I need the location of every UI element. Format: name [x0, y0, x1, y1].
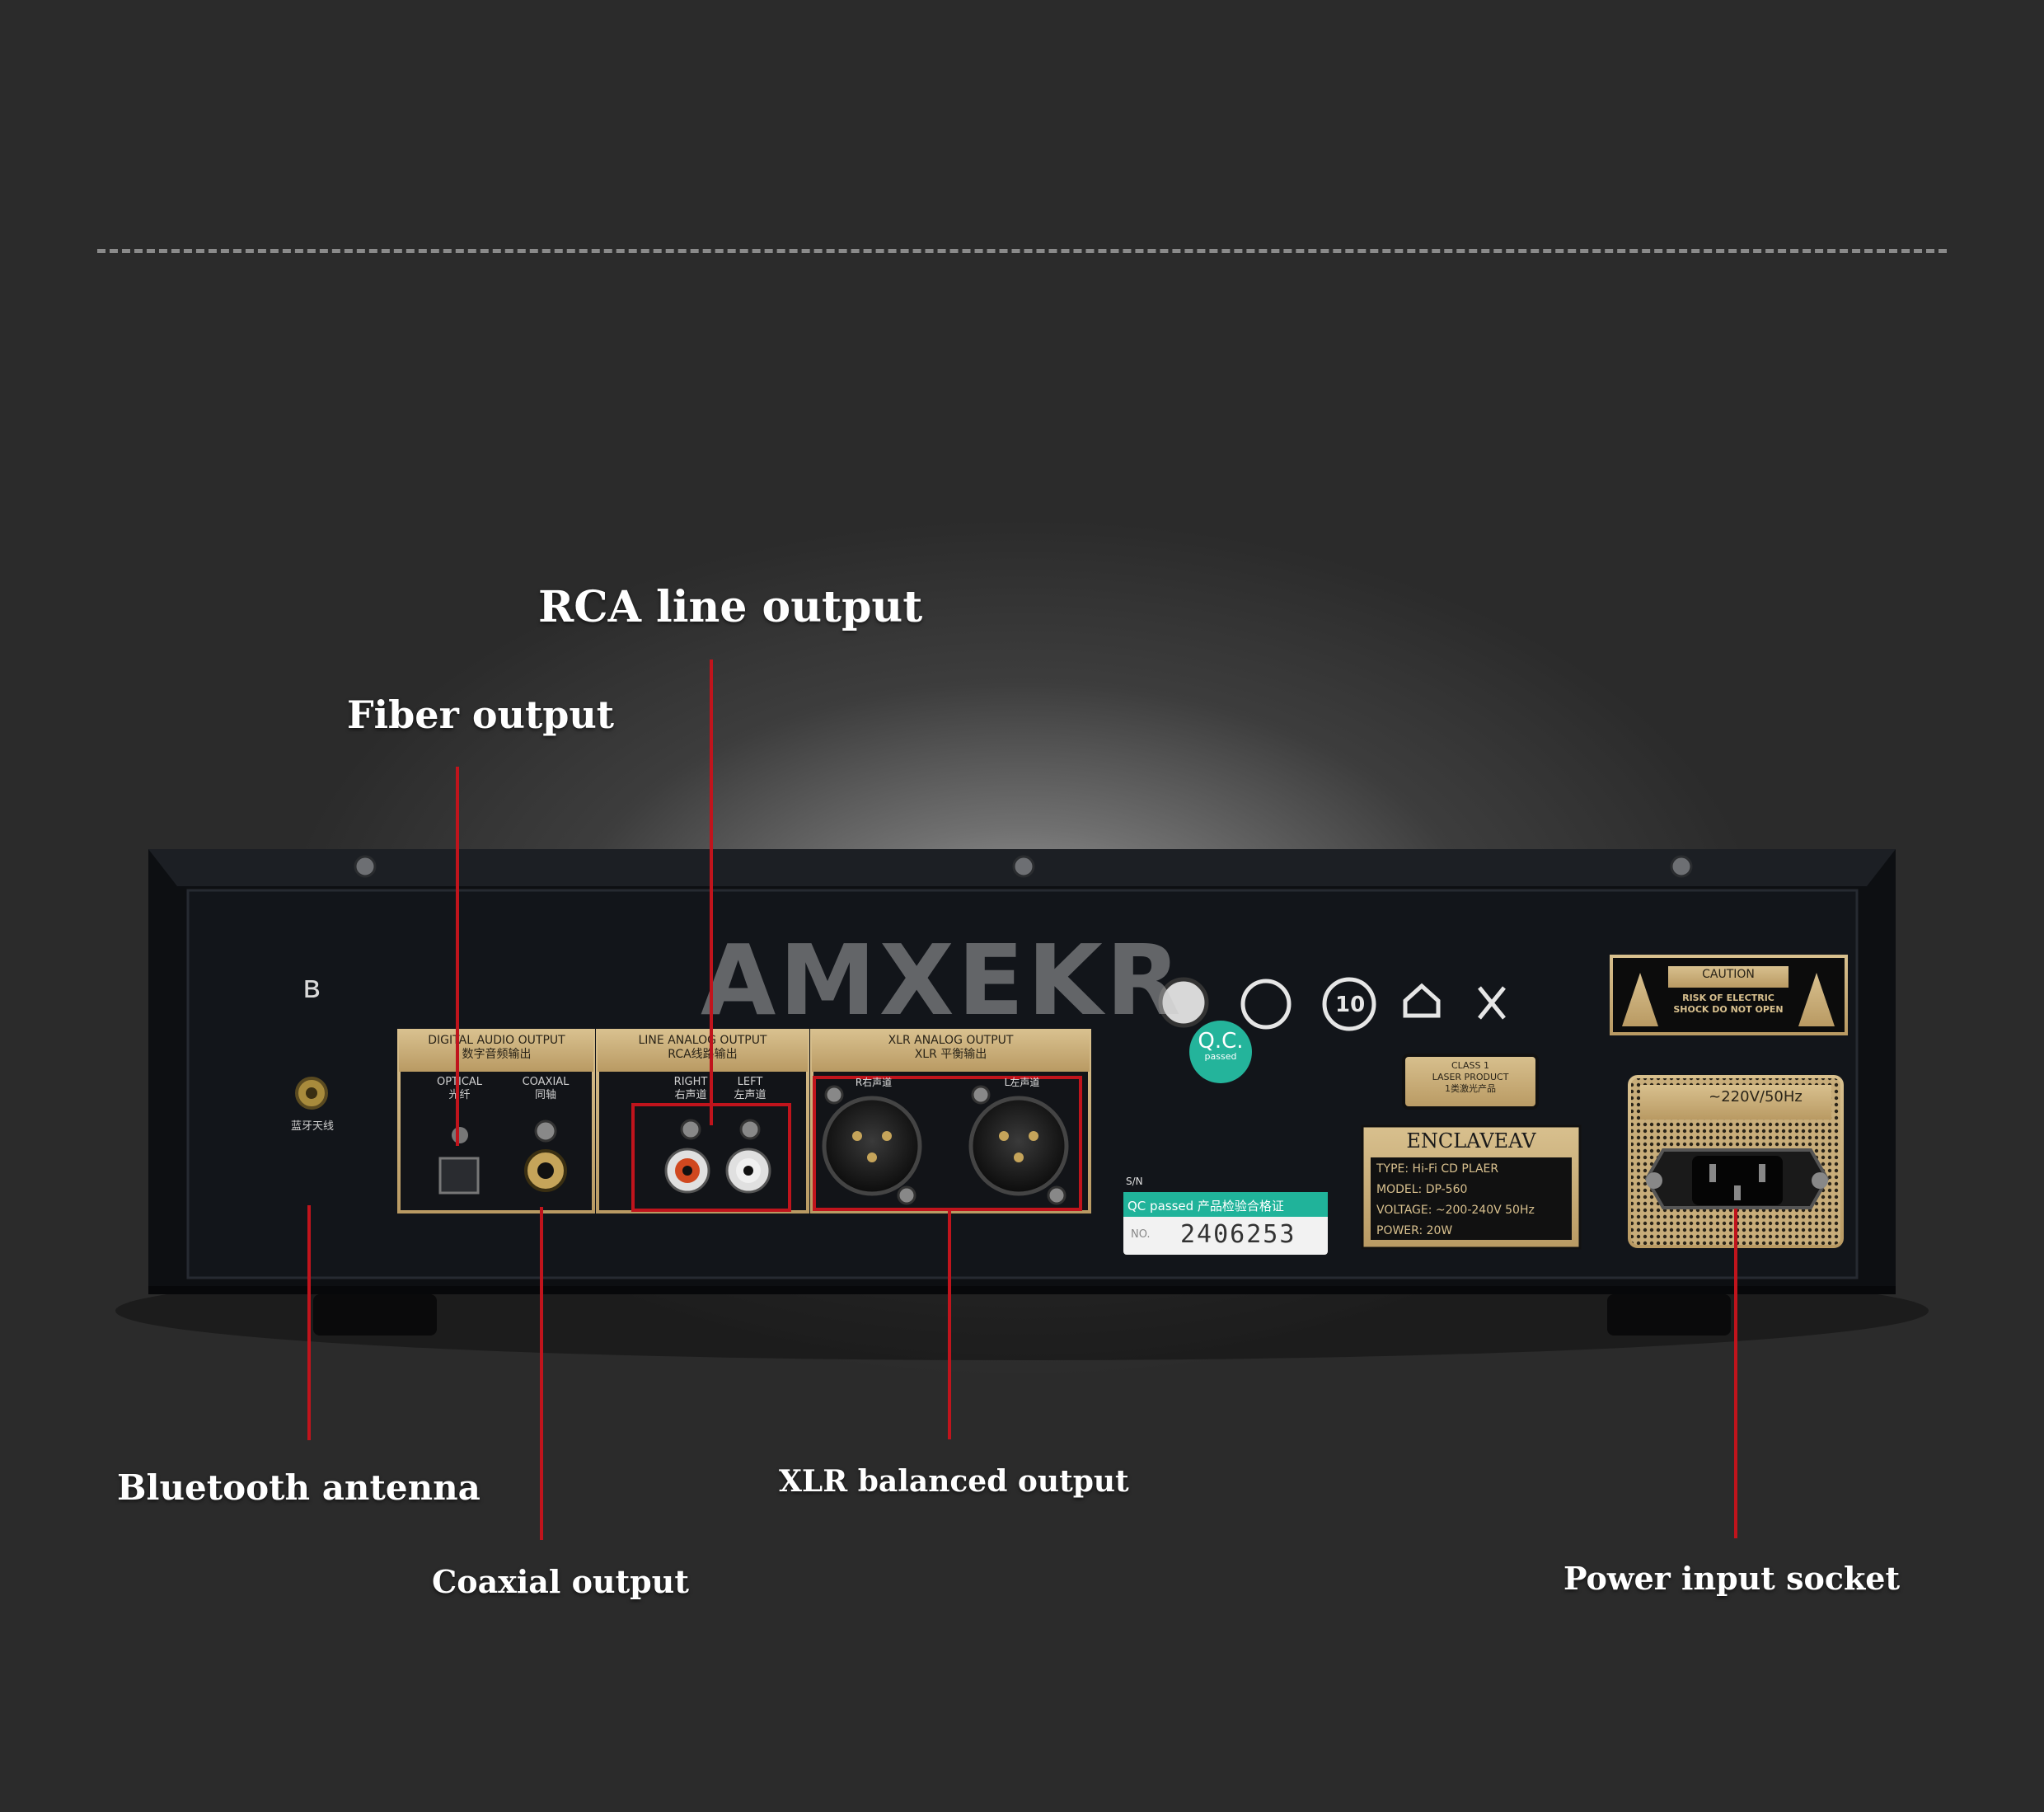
caution-label — [1610, 955, 1848, 1035]
power-rating: ~220V/50Hz — [1709, 1088, 1803, 1106]
qc-text: Q.C.passed — [1198, 1029, 1244, 1062]
bluetooth-antenna-label: Bluetooth antenna — [117, 1467, 481, 1508]
device-feet — [313, 1294, 1731, 1336]
brand-name: ENCLAVEAV — [1406, 1129, 1536, 1152]
caution-title: CAUTION — [1702, 968, 1755, 981]
spec-lines: TYPE: Hi-Fi CD PLAER MODEL: DP-560 VOLTA… — [1376, 1162, 1535, 1237]
qc-passed-label: QC passed 产品检验合格证 — [1127, 1199, 1284, 1213]
fiber-output-label: Fiber output — [347, 692, 615, 737]
sn-label: S/N — [1126, 1176, 1143, 1187]
qc-sticker — [1189, 1021, 1252, 1083]
power-leader-line — [1734, 1209, 1737, 1538]
coaxial-output-label: Coaxial output — [432, 1563, 689, 1600]
bluetooth-label: 蓝牙天线 — [290, 1120, 334, 1133]
digital-output-panel — [397, 1029, 595, 1213]
xlr-output-panel — [810, 1029, 1091, 1213]
laser-label — [1402, 1054, 1539, 1110]
power-input-socket-label: Power input socket — [1563, 1560, 1901, 1597]
fiber-leader-line — [456, 767, 459, 1146]
xlr-leader-line — [948, 1210, 951, 1439]
sn-no-label: NO. — [1131, 1228, 1151, 1241]
rca-line-output-label: RCA line output — [538, 582, 923, 632]
watermark: AMXEKR — [701, 923, 1184, 1037]
xlr-left-label: L左声道 — [1004, 1077, 1040, 1088]
line-output-panel — [596, 1029, 809, 1213]
chassis-screws — [354, 855, 1693, 878]
bluetooth-leader-line — [307, 1205, 311, 1440]
rca-leader-line — [710, 660, 713, 1125]
rohs-icon: 10 — [1335, 993, 1366, 1017]
bluetooth-icon: ʙ — [302, 969, 321, 1005]
serial-sticker — [1123, 1192, 1328, 1255]
xlr-balanced-output-label: XLR balanced output — [779, 1464, 1129, 1499]
bluetooth-antenna-connector: ʙ — [295, 969, 328, 1110]
xlr-right-label: R右声道 — [855, 1077, 893, 1088]
spec-plate — [1361, 1124, 1582, 1250]
dashed-divider — [97, 249, 1947, 253]
certification-icons — [1158, 977, 1506, 1031]
serial-number: 2406253 — [1180, 1220, 1296, 1249]
coaxial-leader-line — [540, 1207, 543, 1540]
